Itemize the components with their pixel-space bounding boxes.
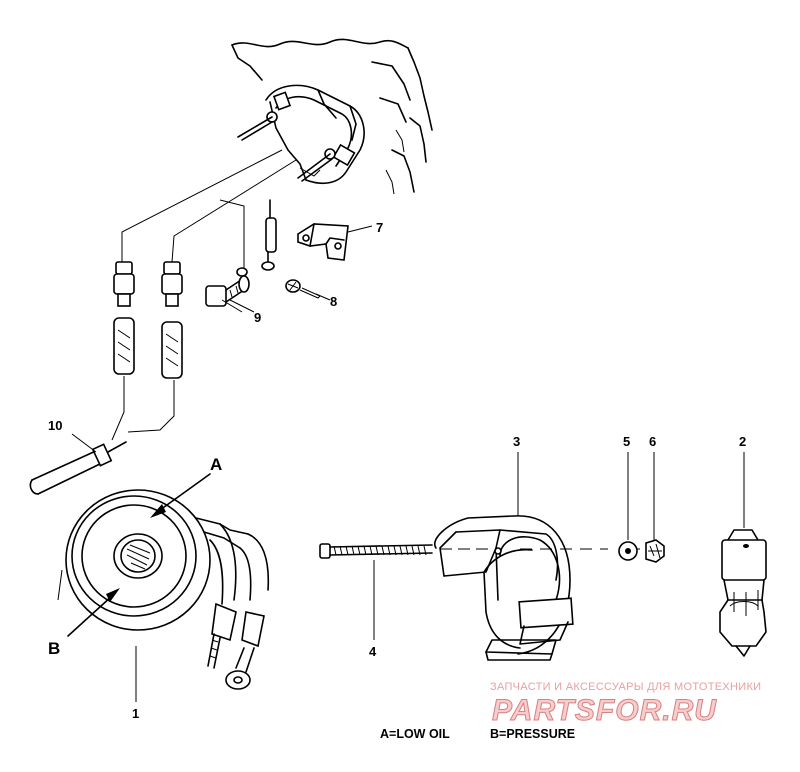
arrow-a xyxy=(150,473,211,518)
callout-b: B xyxy=(48,639,60,658)
bracket-part-3 xyxy=(433,515,574,661)
oil-sensor-part-1 xyxy=(57,489,270,690)
callout-4: 4 xyxy=(369,644,377,659)
screw-part-8 xyxy=(285,279,331,301)
callout-6: 6 xyxy=(649,434,656,449)
wire-part-10 xyxy=(29,441,127,495)
callout-1: 1 xyxy=(132,706,139,721)
callout-9: 9 xyxy=(254,310,261,325)
callout-2: 2 xyxy=(739,434,746,449)
legend-pressure: B=PRESSURE xyxy=(490,727,575,741)
terminal-wire xyxy=(261,199,277,271)
arrow-b xyxy=(67,588,120,637)
callout-8: 8 xyxy=(330,294,337,309)
watermark-brand: PARTSFOR.RU xyxy=(492,694,717,727)
leader-lines xyxy=(71,299,745,702)
callout-3: 3 xyxy=(513,434,520,449)
watermark-tagline: ЗАПЧАСТИ И АКСЕССУАРЫ ДЛЯ МОТОТЕХНИКИ xyxy=(490,681,761,693)
callout-7: 7 xyxy=(376,220,383,235)
washer-part-5 xyxy=(618,541,640,561)
switch-part-2 xyxy=(719,529,767,657)
callout-10: 10 xyxy=(48,418,62,433)
bolt-part-9 xyxy=(205,275,250,313)
callout-a: A xyxy=(210,455,222,474)
callout-5: 5 xyxy=(623,434,630,449)
clamp-part-7 xyxy=(297,223,373,261)
bolt-part-4 xyxy=(319,543,608,559)
engine-block xyxy=(231,38,433,195)
nut-part-6 xyxy=(645,539,665,563)
wire-harness xyxy=(111,149,297,441)
legend-low-oil: A=LOW OIL xyxy=(380,727,450,741)
